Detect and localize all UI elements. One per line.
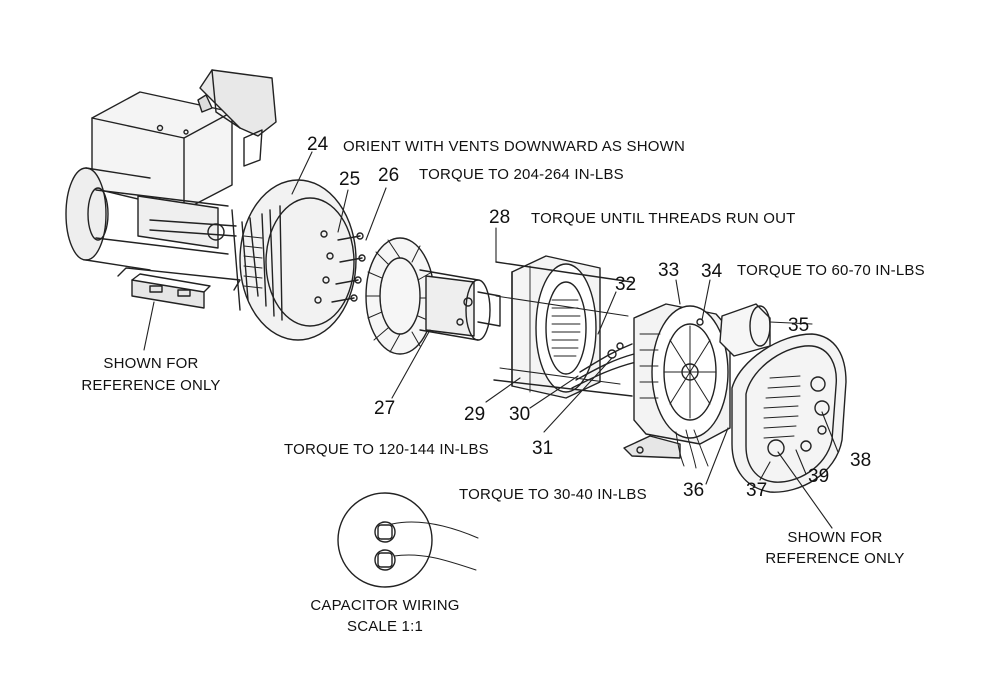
- part-number-33: 33: [658, 260, 680, 281]
- part-number-32: 32: [615, 274, 637, 295]
- part-27-rotor-fan: [365, 237, 501, 355]
- engine-block: [65, 69, 277, 309]
- part-24-adapter: [231, 179, 357, 341]
- wires-30-31-32: [571, 342, 637, 389]
- part-number-28: 28: [489, 207, 511, 228]
- note-orient-vents: ORIENT WITH VENTS DOWNWARD AS SHOWN: [343, 138, 686, 155]
- part-number-35: 35: [788, 315, 810, 336]
- note-torque-204-264: TORQUE TO 204-264 IN-LBS: [419, 166, 624, 183]
- leader-lines: [143, 151, 839, 529]
- capacitor-wiring-detail: [337, 492, 479, 588]
- part-37-control-panel: [731, 333, 847, 493]
- note-capacitor-wiring: CAPACITOR WIRING: [310, 597, 460, 614]
- part-35-capacitor: [719, 303, 771, 357]
- part-number-29: 29: [464, 404, 486, 425]
- part-number-24: 24: [307, 134, 329, 155]
- part-number-27: 27: [374, 398, 396, 419]
- part-number-30: 30: [509, 404, 531, 425]
- part-number-25: 25: [339, 169, 361, 190]
- part-33-end-bell: [623, 303, 731, 469]
- part-number-34: 34: [701, 261, 723, 282]
- bolts-25-26: [331, 232, 366, 303]
- part-number-26: 26: [378, 165, 400, 186]
- note-ref-left-line1: SHOWN FOR: [103, 355, 199, 372]
- part-number-38: 38: [850, 450, 872, 471]
- note-capacitor-scale: SCALE 1:1: [346, 618, 423, 635]
- part-number-31: 31: [532, 438, 554, 459]
- note-ref-left-line2: REFERENCE ONLY: [81, 377, 221, 394]
- note-torque-30-40: TORQUE TO 30-40 IN-LBS: [459, 486, 647, 503]
- note-ref-right-line2: REFERENCE ONLY: [765, 550, 905, 567]
- part-29-stator: [493, 255, 633, 399]
- part-number-37: 37: [746, 480, 768, 501]
- part-number-39: 39: [808, 466, 830, 487]
- note-ref-right-line1: SHOWN FOR: [787, 529, 883, 546]
- note-torque-60-70: TORQUE TO 60-70 IN-LBS: [737, 262, 925, 279]
- note-torque-120-144: TORQUE TO 120-144 IN-LBS: [284, 441, 489, 458]
- part-number-36: 36: [683, 480, 705, 501]
- note-torque-threads: TORQUE UNTIL THREADS RUN OUT: [531, 210, 796, 227]
